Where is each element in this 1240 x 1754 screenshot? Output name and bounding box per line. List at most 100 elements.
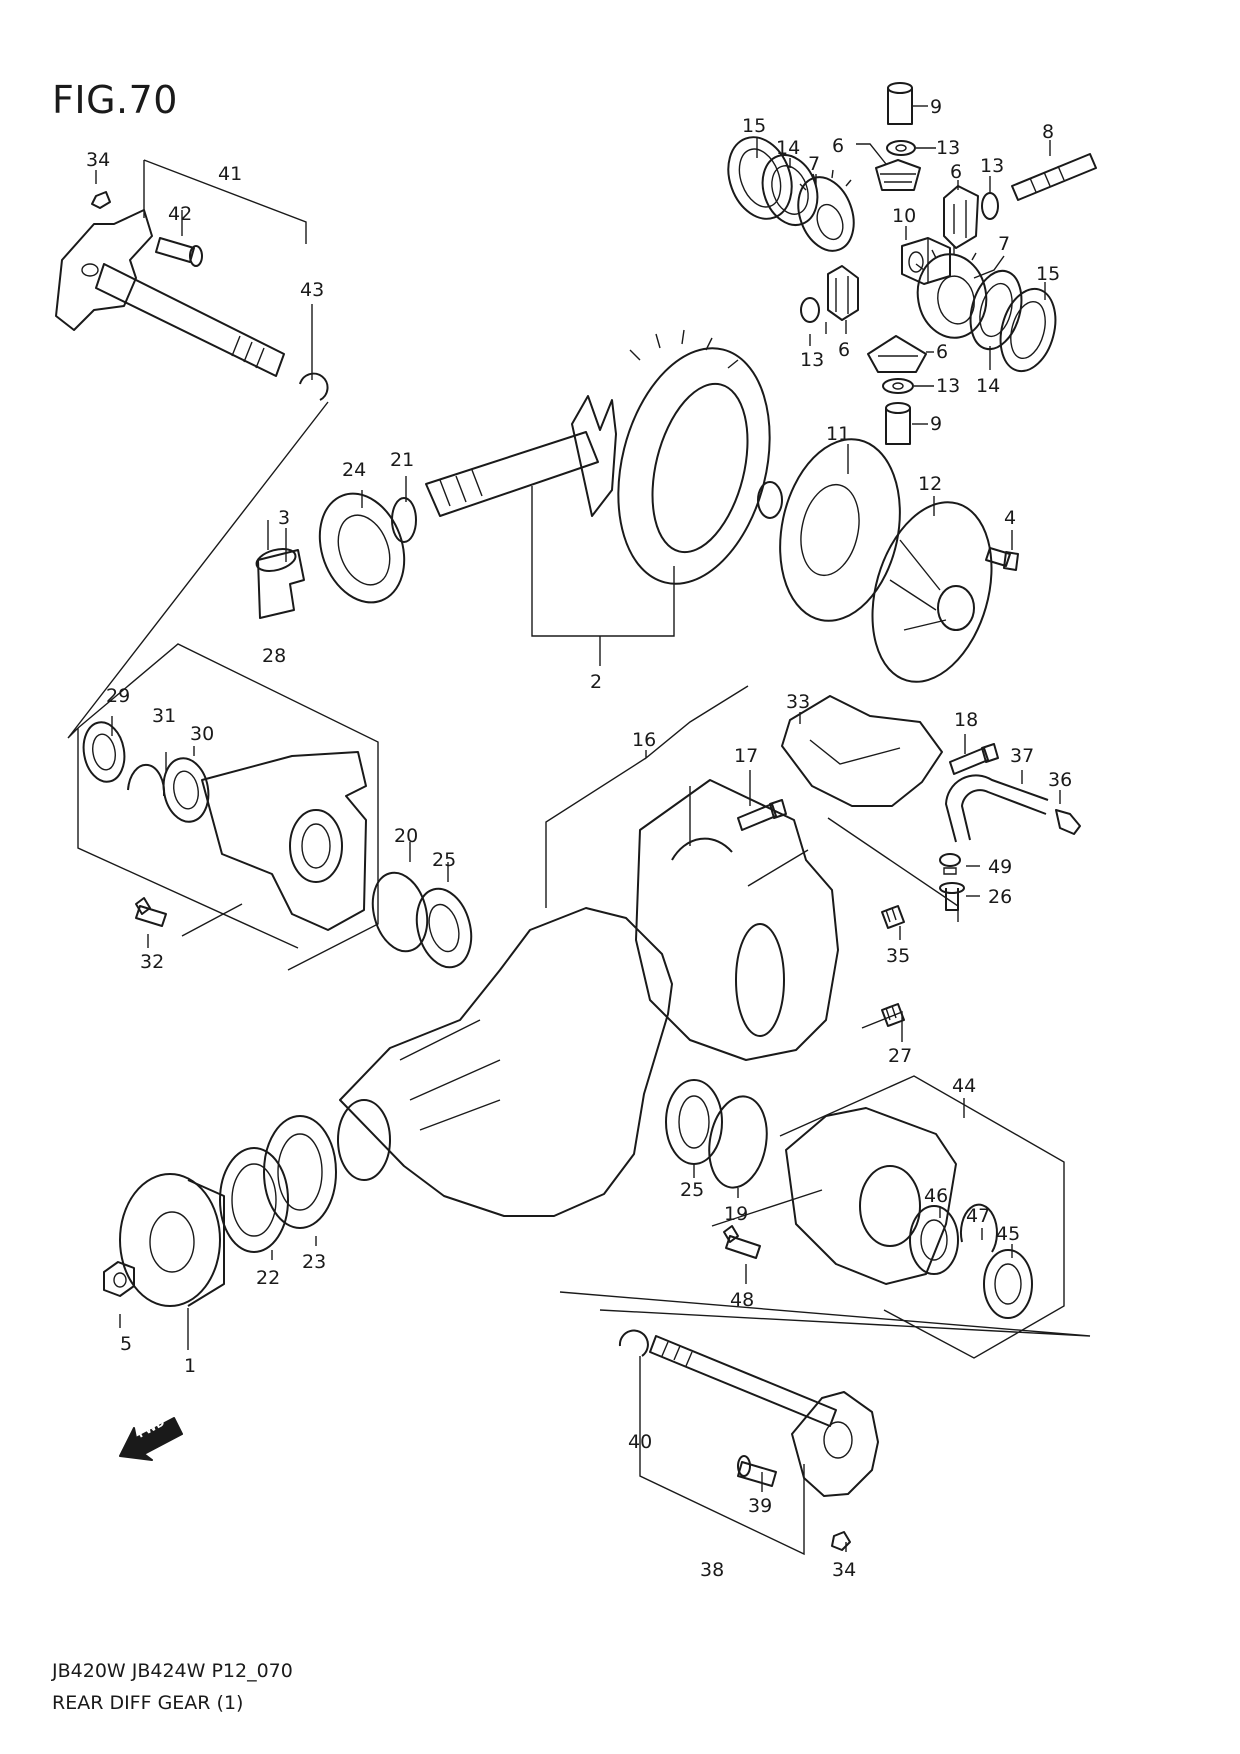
callout-24: 24 xyxy=(342,459,366,481)
leader-lines xyxy=(67,105,1091,1556)
differential-carrier-housing xyxy=(337,907,673,1217)
callout-46: 46 xyxy=(924,1185,948,1207)
callout-6c: 6 xyxy=(838,339,850,361)
callout-33: 33 xyxy=(786,691,810,713)
callout-2: 2 xyxy=(590,671,602,693)
shim-14-right xyxy=(969,269,1023,351)
bolt-4 xyxy=(985,547,1019,571)
callout-14a: 14 xyxy=(776,137,800,159)
callout-19: 19 xyxy=(724,1203,748,1225)
callout-43: 43 xyxy=(300,279,324,301)
callout-36: 36 xyxy=(1048,769,1072,791)
oil-seal-29 xyxy=(82,721,126,783)
pinion-shaft-pin-9-bottom xyxy=(885,402,911,445)
callout-25b: 25 xyxy=(680,1179,704,1201)
bearing-30 xyxy=(162,757,210,823)
callout-39: 39 xyxy=(748,1495,772,1517)
callout-20: 20 xyxy=(394,825,418,847)
callout-40: 40 xyxy=(628,1431,652,1453)
callout-34a: 34 xyxy=(86,149,110,171)
union-bolt-26 xyxy=(939,882,965,911)
shim-20 xyxy=(371,871,429,953)
callout-13b: 13 xyxy=(980,155,1004,177)
bearing-23 xyxy=(263,1115,337,1229)
diff-case-11 xyxy=(757,438,901,622)
plug-27 xyxy=(881,1003,905,1027)
bolt-32 xyxy=(135,897,167,927)
callout-14b: 14 xyxy=(976,375,1000,397)
callout-27: 27 xyxy=(888,1045,912,1067)
callout-31: 31 xyxy=(152,705,176,727)
nut-34-top xyxy=(91,191,111,209)
bolt-42 xyxy=(155,237,203,267)
plug-35 xyxy=(881,905,905,929)
callout-16: 16 xyxy=(632,729,656,751)
callout-26: 26 xyxy=(988,886,1012,908)
callout-15a: 15 xyxy=(742,115,766,137)
clamp-49 xyxy=(939,853,961,875)
callout-8: 8 xyxy=(1042,121,1054,143)
callout-13d: 13 xyxy=(936,375,960,397)
shim-15-left xyxy=(727,136,793,220)
axle-shaft-41 xyxy=(55,209,285,377)
callout-34b: 34 xyxy=(832,1559,856,1581)
callout-49: 49 xyxy=(988,856,1012,878)
callout-13c: 13 xyxy=(800,349,824,371)
axle-housing-extension-28 xyxy=(201,751,367,931)
callout-38: 38 xyxy=(700,1559,724,1581)
washer-13-top xyxy=(886,140,916,156)
pinion-gear-6-top xyxy=(875,159,921,191)
callout-32: 32 xyxy=(140,951,164,973)
callout-12: 12 xyxy=(918,473,942,495)
bolt-48 xyxy=(723,1225,761,1259)
callout-47: 47 xyxy=(966,1205,990,1227)
pinion-gear-6-bottom xyxy=(867,335,927,373)
carrier-case-16 xyxy=(635,779,839,1061)
callout-11: 11 xyxy=(826,423,850,445)
shim-15-right xyxy=(999,287,1057,373)
fwd-direction-arrow xyxy=(119,1417,183,1461)
axle-shaft-38 xyxy=(649,1335,879,1497)
pinion-shaft-8 xyxy=(1011,153,1097,201)
bearing-25-right xyxy=(665,1079,723,1165)
companion-flange-1 xyxy=(119,1173,225,1307)
callout-25a: 25 xyxy=(432,849,456,871)
callout-48: 48 xyxy=(730,1289,754,1311)
callout-9b: 9 xyxy=(930,413,942,435)
drive-pinion xyxy=(425,395,617,517)
breather-36 xyxy=(1055,809,1081,835)
side-gear-7-left xyxy=(797,169,855,252)
diff-case-cover-12 xyxy=(871,501,993,683)
callout-3: 3 xyxy=(278,507,290,529)
callout-18: 18 xyxy=(954,709,978,731)
side-gear-7-right xyxy=(915,246,988,339)
callout-9a: 9 xyxy=(930,96,942,118)
model-line: JB420W JB424W P12_070 xyxy=(52,1660,293,1682)
axle-housing-extension-44 xyxy=(785,1107,957,1285)
washer-13-left xyxy=(800,297,820,323)
callout-23: 23 xyxy=(302,1251,326,1273)
pinion-gear-6-left xyxy=(827,265,859,321)
washer-13-bottom xyxy=(882,378,914,394)
snap-ring-21 xyxy=(391,497,417,543)
bearing-46 xyxy=(909,1205,959,1275)
bolt-18 xyxy=(949,743,999,775)
figure-title: FIG.70 xyxy=(52,78,178,122)
callout-1: 1 xyxy=(184,1355,196,1377)
callout-29: 29 xyxy=(106,685,130,707)
callout-22: 22 xyxy=(256,1267,280,1289)
bolt-39 xyxy=(737,1455,777,1487)
snap-ring-40 xyxy=(618,1329,649,1357)
callout-17: 17 xyxy=(734,745,758,767)
pinion-gear-6-right xyxy=(943,185,979,249)
nut-34-bottom xyxy=(831,1531,851,1551)
bearing-24 xyxy=(318,492,406,604)
bolt-17 xyxy=(737,799,787,831)
snap-ring-31 xyxy=(127,763,166,797)
shim-19 xyxy=(708,1095,768,1189)
callout-35: 35 xyxy=(886,945,910,967)
callout-6b: 6 xyxy=(950,161,962,183)
callout-42: 42 xyxy=(168,203,192,225)
callout-45: 45 xyxy=(996,1223,1020,1245)
